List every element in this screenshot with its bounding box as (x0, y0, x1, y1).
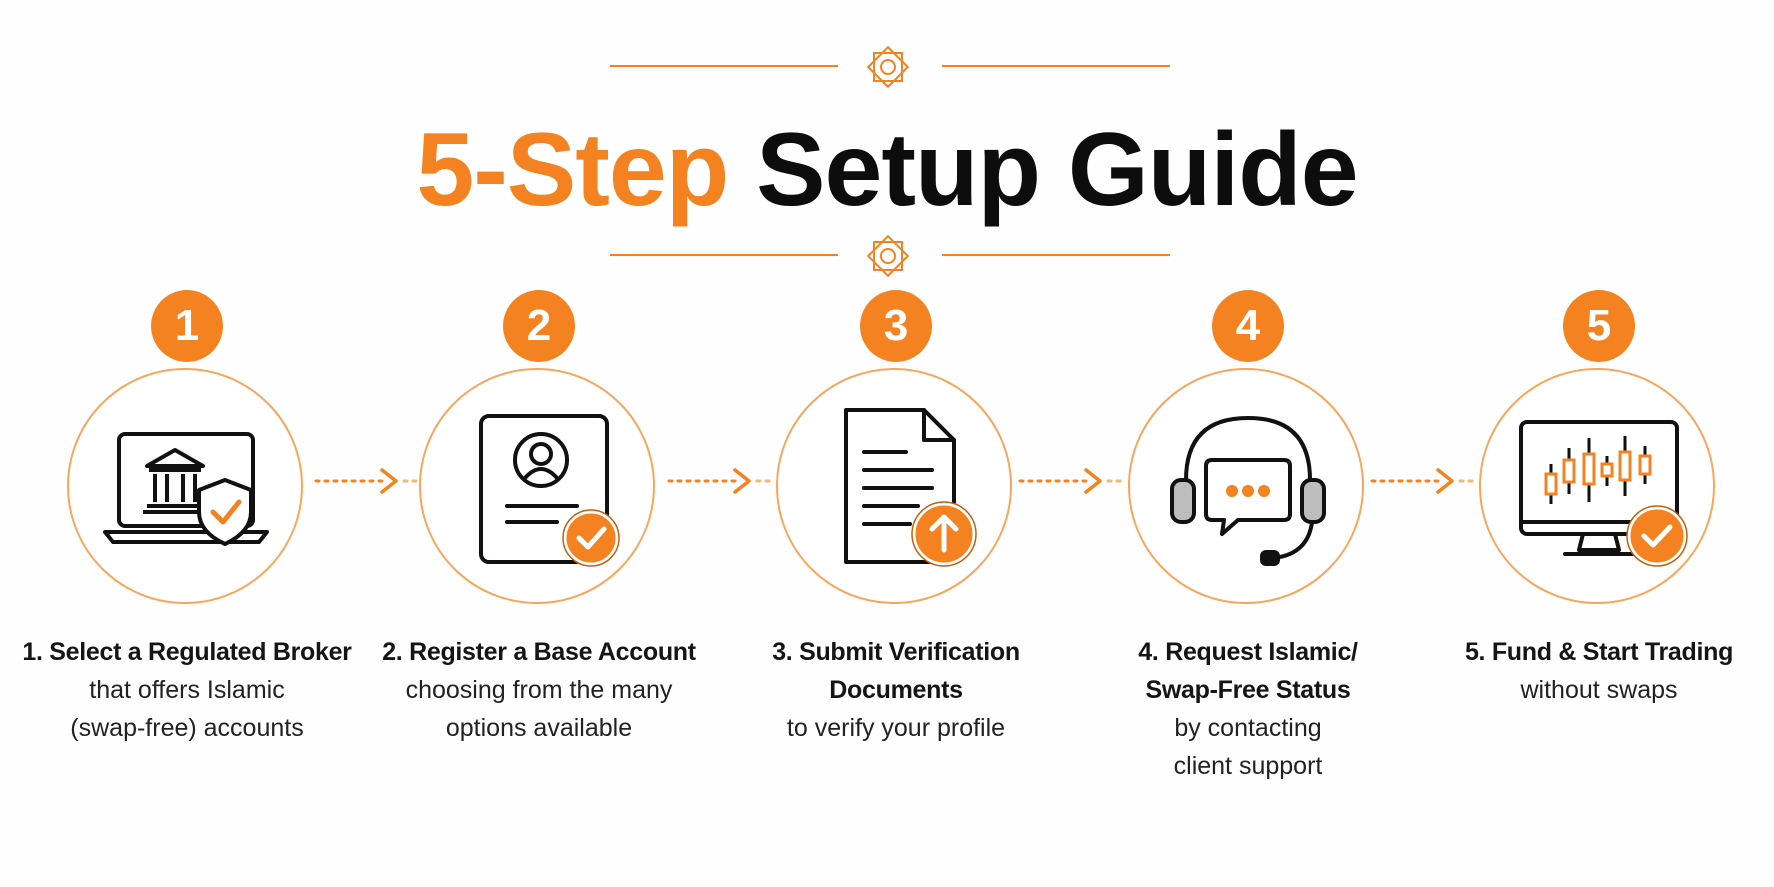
step-desc-line: without swaps (1520, 676, 1678, 704)
step-title: 5. Fund & Start Trading (1464, 638, 1734, 666)
laptop-bank-shield-icon (103, 432, 269, 546)
dotted-arrow-icon (1370, 468, 1476, 494)
profile-card-check-icon (479, 414, 620, 567)
step-title: 4. Request Islamic/ (1138, 638, 1358, 666)
dotted-arrow-icon (1018, 468, 1124, 494)
top-ornament (0, 36, 1774, 96)
step-4: 4 4. Request Islamic/ Swap-Free Status b… (1083, 290, 1423, 810)
ornament-line-right (942, 254, 1170, 256)
step-1: 1 1. Select a Regulated Broker that offe… (22, 290, 362, 810)
document-upload-icon (844, 408, 977, 567)
step-icon-circle (419, 368, 655, 604)
step-icon-circle (776, 368, 1012, 604)
step-text: 1. Select a Regulated Broker that offers… (12, 633, 362, 747)
step-desc-line: by contacting (1174, 714, 1322, 742)
ornament-line-left (610, 254, 838, 256)
monitor-candlestick-check-icon (1519, 420, 1688, 567)
step-icon-circle (1128, 368, 1364, 604)
dotted-arrow-icon (667, 468, 773, 494)
step-desc-line: choosing from the many (405, 676, 673, 704)
ornament-line-left (610, 65, 838, 67)
star-ornament-icon (866, 45, 910, 89)
dotted-arrow-icon (314, 468, 420, 494)
step-5: 5 (1434, 290, 1774, 810)
bottom-ornament (0, 225, 1774, 285)
step-text: 5. Fund & Start Trading without swaps (1424, 633, 1774, 709)
title-accent: 5-Step (416, 112, 729, 228)
ornament-line-right (942, 65, 1170, 67)
step-number-badge: 5 (1563, 290, 1635, 362)
step-desc-line: to verify your profile (786, 714, 1006, 742)
step-title-line-2: Documents (829, 676, 963, 704)
step-number-badge: 1 (151, 290, 223, 362)
step-text: 4. Request Islamic/ Swap-Free Status by … (1073, 633, 1423, 785)
step-title: 1. Select a Regulated Broker (22, 638, 352, 666)
step-desc-line: (swap-free) accounts (70, 714, 304, 742)
step-desc-line: options available (445, 714, 633, 742)
step-text: 2. Register a Base Account choosing from… (364, 633, 714, 747)
step-title: 2. Register a Base Account (382, 638, 696, 666)
step-title-line-2: Swap-Free Status (1145, 676, 1351, 704)
step-icon-circle (1479, 368, 1715, 604)
page-title: 5-Step Setup Guide (0, 110, 1774, 230)
step-number-badge: 4 (1212, 290, 1284, 362)
step-2: 2 2. Register a Base Account choosing fr… (374, 290, 714, 810)
title-rest: Setup Guide (756, 112, 1358, 228)
step-number-badge: 2 (503, 290, 575, 362)
step-number-badge: 3 (860, 290, 932, 362)
star-ornament-icon (866, 234, 910, 278)
step-icon-circle (67, 368, 303, 604)
step-title: 3. Submit Verification (772, 638, 1020, 666)
step-desc-line: client support (1173, 752, 1323, 780)
step-3: 3 3. Submit Verification Documents to ve… (731, 290, 1071, 810)
headset-chat-icon (1170, 416, 1326, 566)
step-desc-line: that offers Islamic (89, 676, 285, 704)
step-text: 3. Submit Verification Documents to veri… (721, 633, 1071, 747)
